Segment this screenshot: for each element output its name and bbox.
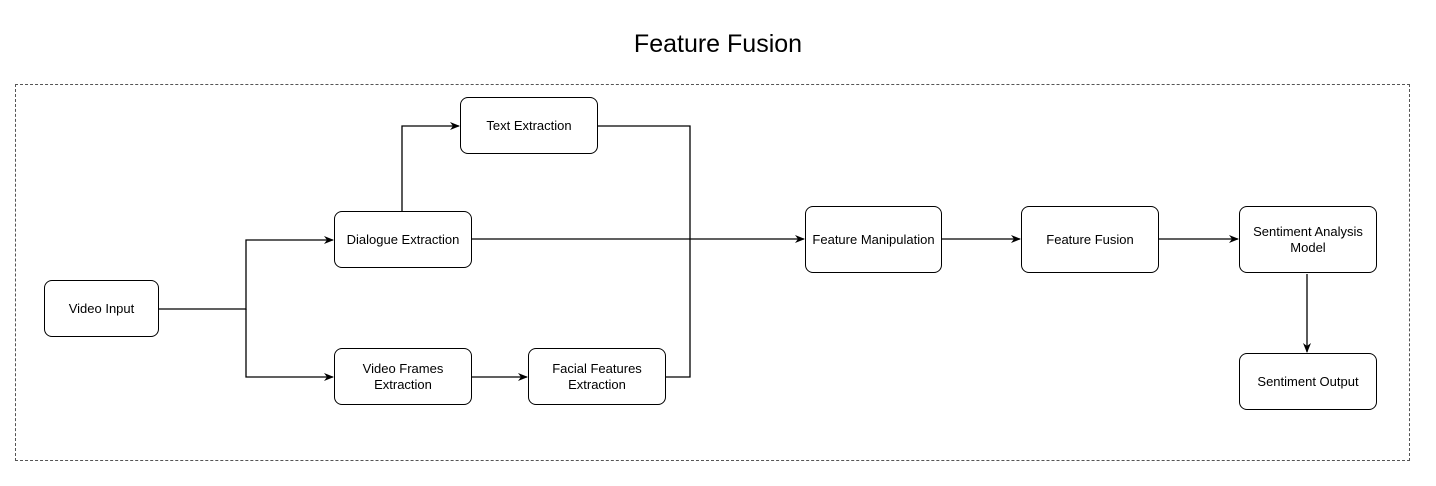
node-sentiment-output: Sentiment Output [1239, 353, 1377, 410]
diagram-title: Feature Fusion [633, 30, 803, 58]
edge-dialogue-extraction-to-text-extraction [401, 122, 460, 211]
node-video-input: Video Input [44, 280, 159, 337]
node-feature-fusion: Feature Fusion [1021, 206, 1159, 273]
node-feature-manipulation: Feature Manipulation [805, 206, 942, 273]
diagram-frame [15, 84, 1410, 461]
node-video-frames-extraction: Video Frames Extraction [334, 348, 472, 405]
edge-facial-features-to-feature-manipulation [665, 239, 691, 378]
node-text-extraction: Text Extraction [460, 97, 598, 154]
edge-video-input-to-video-frames-extraction [245, 309, 334, 381]
node-dialogue-extraction: Dialogue Extraction [334, 211, 472, 268]
edge-text-extraction-to-feature-manipulation [597, 125, 691, 239]
node-facial-features-extraction: Facial Features Extraction [528, 348, 666, 405]
node-sentiment-analysis-model: Sentiment Analysis Model [1239, 206, 1377, 273]
edge-video-input-to-dialogue-extraction [159, 236, 334, 310]
